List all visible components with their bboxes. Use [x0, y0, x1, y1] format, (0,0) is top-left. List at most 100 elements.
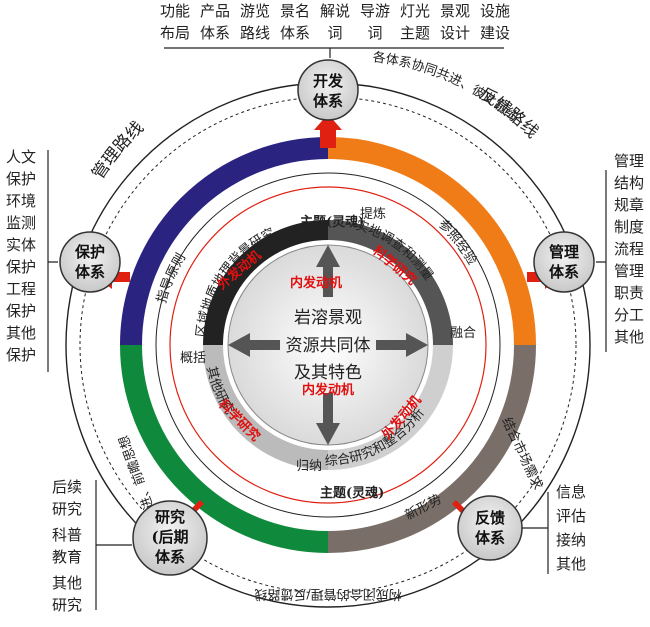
top-item-7-b: 设计 [440, 24, 470, 42]
node-left-line2: 体系 [75, 263, 105, 281]
center-arrows [228, 245, 428, 445]
right-bracket [596, 170, 607, 352]
node-bottom-right[interactable]: 反馈 体系 [457, 495, 523, 561]
center-line2: 资源共同体 [286, 336, 371, 356]
top-item-6-b: 主题 [400, 24, 430, 42]
node-right-line2: 体系 [549, 263, 579, 281]
node-top-line2: 体系 [313, 92, 343, 110]
top-item-6-a: 灯光 [400, 2, 430, 20]
internal-motive-bottom: 内发动机 [302, 382, 354, 398]
summarize-label: 概括 [180, 351, 206, 366]
left-item-1: 保护 [6, 170, 36, 188]
left-item-8: 其他 [6, 324, 36, 342]
bottom-left-item-0: 后续 [52, 478, 82, 496]
inner-quadrant-dark2 [327, 220, 453, 346]
bottom-right-item-1: 评估 [556, 507, 586, 525]
merge-label: 融合 [450, 326, 476, 341]
left-item-2: 环境 [6, 192, 36, 210]
combine-needs-label: 结合市场需求 [498, 415, 545, 492]
top-item-0-b: 布局 [160, 24, 190, 42]
ring-quadrant-green [120, 344, 329, 553]
refine-label: 提炼 [360, 206, 386, 222]
node-right[interactable]: 管理 体系 [533, 231, 595, 293]
top-item-2-a: 游览 [240, 2, 270, 20]
induce-label: 归纳 [296, 459, 322, 474]
left-item-7: 保护 [6, 302, 36, 320]
bottom-right-item-2: 接纳 [556, 531, 586, 549]
left-bracket [47, 150, 58, 372]
inner-quadrant-dark [203, 220, 329, 346]
left-item-4: 实体 [6, 236, 36, 254]
top-item-1-a: 产品 [200, 2, 230, 20]
right-item-3: 制度 [614, 218, 644, 236]
right-item-4: 流程 [614, 240, 644, 258]
red-ring [169, 186, 487, 504]
top-item-0-a: 功能 [160, 2, 190, 20]
internal-motive-top: 内发动机 [290, 275, 342, 291]
top-item-5-b: 词 [367, 24, 382, 42]
center-line1: 岩溶景观 [294, 308, 362, 328]
left-item-6: 工程 [6, 280, 36, 298]
top-bracket [164, 47, 504, 58]
node-top[interactable]: 开发 体系 [297, 59, 359, 121]
right-item-2: 规章 [614, 196, 644, 214]
ring-quadrant-navy [120, 137, 329, 346]
node-bottom-right-line1: 反馈 [475, 509, 505, 527]
ring-quadrant-gray [327, 344, 536, 553]
inner-quadrant-light [203, 344, 329, 470]
theme-soul-bottom: 主题(灵魂) [320, 485, 384, 501]
top-item-4-a: 解说 [320, 2, 350, 20]
node-left-line1: 保护 [74, 243, 105, 261]
right-item-7: 分工 [614, 306, 644, 324]
right-item-6: 职责 [614, 284, 644, 302]
ring-quadrant-orange [327, 137, 536, 346]
bottom-right-bracket [522, 492, 549, 574]
top-item-3-b: 体系 [280, 24, 310, 42]
bottom-left-item-1: 研究 [52, 500, 82, 518]
bottom-left-bracket [95, 480, 132, 610]
right-item-0: 管理 [614, 152, 644, 170]
top-item-2-b: 路线 [240, 24, 270, 42]
node-right-line1: 管理 [549, 243, 579, 261]
right-item-8: 其他 [614, 328, 644, 346]
inner-quadrant-light2 [327, 344, 453, 470]
bottom-left-item-4: 其他 [52, 574, 82, 592]
coordination-label: 各体系协同共进、彼此制约 [372, 49, 521, 125]
top-item-8-b: 建设 [480, 24, 510, 42]
top-item-3-a: 景名 [280, 2, 310, 20]
node-bottom-right-line2: 体系 [475, 529, 505, 547]
top-item-1-b: 体系 [200, 24, 230, 42]
top-item-8-a: 设施 [480, 2, 510, 20]
top-item-7-a: 景观 [440, 2, 470, 20]
right-item-1: 结构 [614, 174, 644, 192]
left-item-0: 人文 [6, 148, 36, 166]
left-item-9: 保护 [6, 346, 36, 364]
bottom-left-item-2: 科普 [52, 526, 82, 544]
node-bottom-left-line1: 研究 [155, 508, 185, 526]
bottom-right-item-3: 其他 [556, 555, 586, 573]
bottom-left-item-5: 研究 [52, 596, 82, 614]
node-top-line1: 开发 [313, 72, 344, 90]
node-bottom-left[interactable]: 研究 (后期 体系 [132, 500, 208, 576]
node-bottom-left-line3: 体系 [155, 548, 185, 566]
bottom-right-item-0: 信息 [556, 483, 586, 501]
top-item-4-b: 词 [327, 24, 342, 42]
right-item-5: 管理 [614, 262, 644, 280]
center-line3: 及其特色 [294, 363, 362, 383]
closed-loop-label: 构成闭合的管理/反馈路线 [254, 586, 401, 602]
node-bottom-left-line2: (后期 [151, 528, 188, 546]
top-item-5-a: 导游 [360, 2, 390, 20]
management-route-label: 管理路线 [88, 118, 147, 184]
node-left[interactable]: 保护 体系 [59, 231, 121, 293]
left-item-3: 监测 [6, 214, 36, 232]
bottom-left-item-3: 教育 [52, 548, 82, 566]
theme-soul-top: 主题(灵魂) [300, 214, 364, 230]
left-item-5: 保护 [6, 258, 36, 276]
